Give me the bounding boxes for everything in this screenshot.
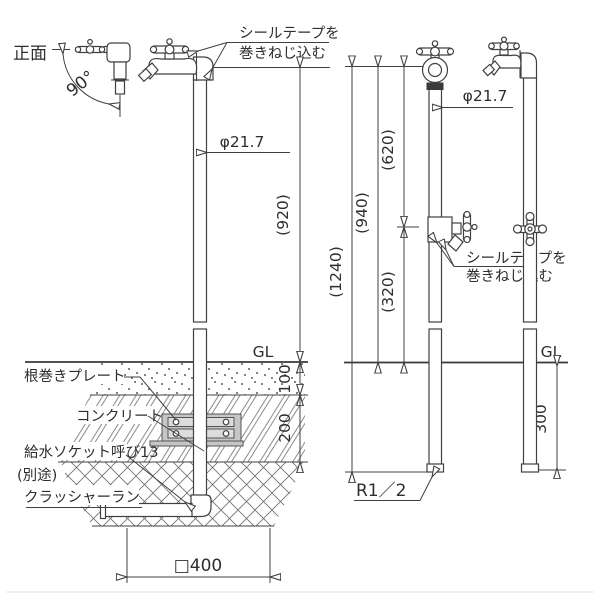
middle-pipe	[426, 87, 445, 473]
seal-tape-note-left: シールテープを 巻きねじ込む	[198, 25, 340, 69]
dim-620-label: (620)	[379, 129, 397, 171]
front-view-label: 正面	[13, 44, 47, 64]
dim-920: (920)	[212, 68, 330, 363]
dim-200-label: 200	[276, 413, 294, 443]
left-faucet	[137, 38, 214, 83]
dim-940-label: (940)	[353, 192, 371, 234]
dim-200: 200	[276, 395, 300, 462]
dim-320-label: (320)	[379, 271, 397, 313]
concrete-label: コンクリート	[76, 408, 163, 425]
gl-label-right: GL	[541, 343, 562, 361]
angle-label: 90°	[63, 67, 99, 101]
right-figure: GL (1240) (940) (620) (320) 300	[327, 36, 568, 501]
dim-940: (940)	[353, 67, 378, 363]
dim-100-label: 100	[276, 364, 294, 394]
right-cross-handle	[512, 211, 548, 247]
diameter-callout-right: φ21.7	[443, 87, 513, 108]
socket-label: 給水ソケット呼び13	[24, 444, 158, 461]
thread-label: R1／2	[356, 481, 406, 501]
dim-400: □400	[127, 528, 270, 583]
dim-1240-label: (1240)	[327, 246, 345, 298]
seal-tape-line1: シールテープを	[239, 25, 340, 42]
faucet-body	[148, 57, 198, 75]
front-view-detail: 正面 90°	[13, 38, 131, 117]
middle-pipe-cap	[426, 463, 445, 473]
thread-note: R1／2	[354, 477, 432, 501]
dim-400-label: □400	[174, 556, 223, 576]
faucet-top-view	[74, 38, 131, 117]
seal-tape-line2: 巻きねじ込む	[239, 45, 326, 62]
diameter-callout-left: φ21.7	[207, 133, 290, 153]
middle-faucet-front	[415, 40, 455, 90]
left-pipe	[99, 78, 212, 520]
ground-labels: 根巻きプレート コンクリート 給水ソケット呼び13 (別途) クラッシャーラン	[15, 366, 205, 508]
dim-1240: (1240)	[327, 67, 352, 473]
right-faucet	[482, 36, 538, 79]
crusher-label: クラッシャーラン	[24, 489, 140, 506]
faucet-aerator	[137, 67, 153, 83]
dim-620: (620)	[379, 67, 404, 228]
socket-note-label: (別途)	[17, 467, 57, 484]
diameter-label: φ21.7	[220, 133, 265, 151]
bottom-elbow	[190, 494, 212, 518]
plate-label: 根巻きプレート	[24, 368, 126, 385]
angle-arc	[63, 54, 109, 104]
dim-320: (320)	[379, 227, 404, 363]
diameter-label-right: φ21.7	[463, 87, 508, 105]
right-pipe-cap	[520, 463, 540, 473]
seal-tape-line1-right: シールテープを	[466, 250, 567, 267]
seal-tape-line2-right: 巻きねじ込む	[466, 268, 553, 285]
dim-920-label: (920)	[274, 194, 292, 236]
right-pipe	[520, 76, 540, 473]
left-figure: シールテープを 巻きねじ込む φ21.7 (920) 100 200	[15, 25, 340, 583]
middle-tap-spout	[447, 234, 464, 252]
gl-label-left: GL	[253, 343, 274, 361]
